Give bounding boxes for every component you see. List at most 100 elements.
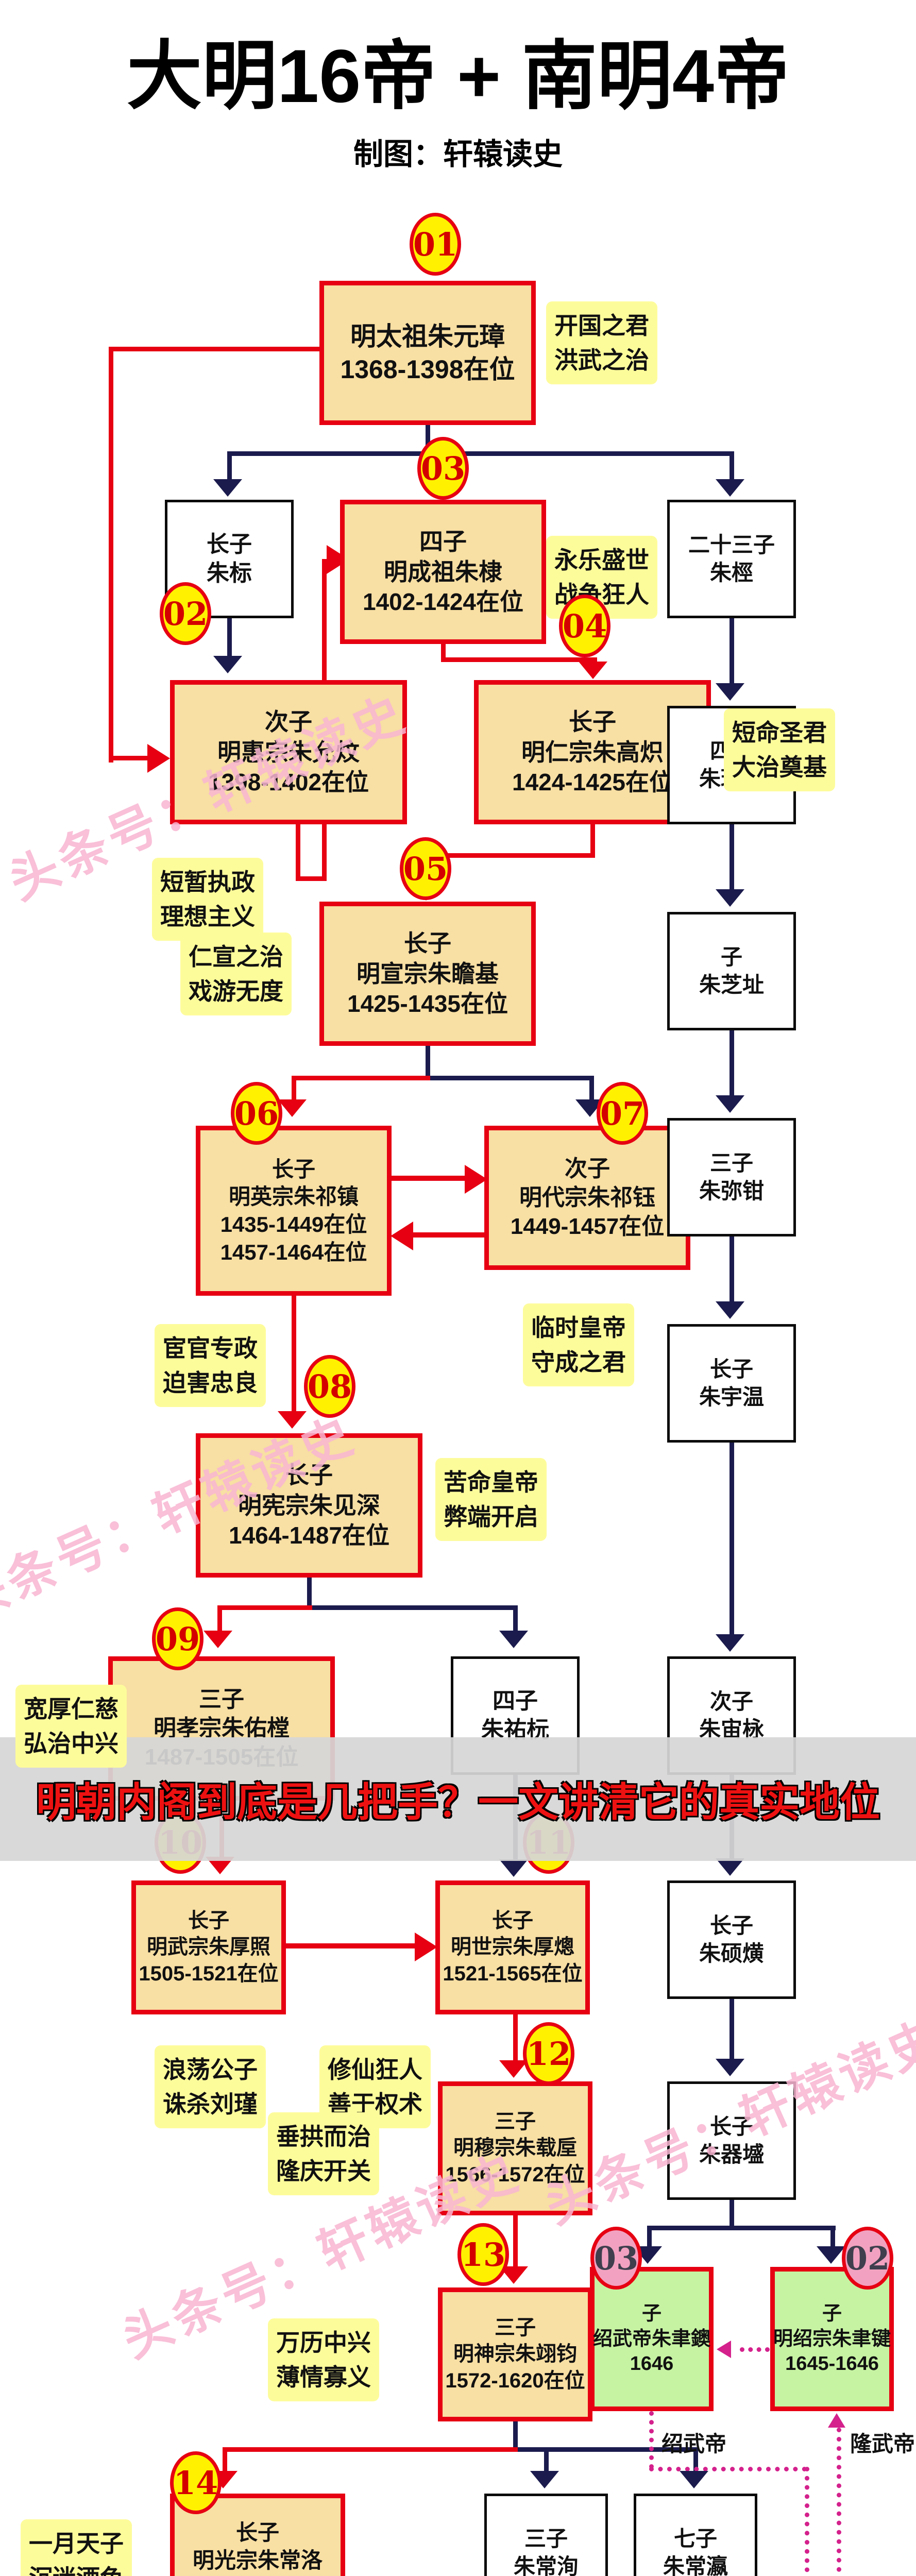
edge-lineage-segment bbox=[426, 1076, 594, 1080]
node-text-line: 长子 bbox=[709, 2114, 753, 2139]
annotation-a02: 短暂执政理想主义 bbox=[152, 858, 263, 941]
annotation-line: 大治奠基 bbox=[732, 753, 827, 781]
node-text-line: 二十三子 bbox=[688, 533, 775, 557]
node-text-line: 1368-1398在位 bbox=[340, 355, 515, 384]
node-text-line: 七子 bbox=[673, 2527, 717, 2551]
annotation-line: 浪荡公子 bbox=[163, 2056, 258, 2083]
edge-succession-segment bbox=[111, 347, 319, 351]
node-text-line: 明代宗朱祁钰 bbox=[519, 1184, 655, 1210]
sequence-badge-06: 06 bbox=[231, 1082, 282, 1145]
annotation-line: 诛杀刘瑾 bbox=[163, 2090, 258, 2117]
node-text-line: 四子 bbox=[493, 1688, 538, 1714]
annotation-line: 一月天子 bbox=[29, 2530, 124, 2557]
edge-lineage-segment bbox=[307, 1578, 312, 1607]
node-text-line: 朱标 bbox=[207, 561, 252, 586]
node-text-line: 朱常瀛 bbox=[663, 2554, 728, 2576]
node-text-line: 三子 bbox=[524, 2527, 568, 2551]
edge-lineage-segment bbox=[730, 2200, 734, 2228]
edge-dotted-segment bbox=[740, 2347, 770, 2352]
edge-succession-segment bbox=[292, 1296, 296, 1414]
annotation-line: 垂拱而治 bbox=[276, 2123, 371, 2150]
arrowhead-down bbox=[680, 2471, 708, 2488]
annotation-line: 苦命皇帝 bbox=[444, 1469, 538, 1496]
node-text-line: 三子 bbox=[495, 2110, 536, 2133]
node-text-line: 1435-1449在位 bbox=[220, 1212, 367, 1236]
sequence-badge-14: 14 bbox=[170, 2451, 222, 2514]
edge-lineage-segment bbox=[589, 1076, 594, 1103]
edge-succession-segment bbox=[109, 347, 113, 762]
era-label: 隆武帝 bbox=[850, 2432, 915, 2456]
node-text-line: 长子 bbox=[569, 708, 616, 735]
node-text-line: 次子 bbox=[565, 1156, 610, 1181]
edge-succession-segment bbox=[428, 853, 595, 858]
edge-dotted-segment bbox=[649, 2467, 807, 2471]
sequence-badge-03: 03 bbox=[417, 437, 469, 500]
sequence-badge-09: 09 bbox=[152, 1607, 203, 1670]
node-text-line: 1646 bbox=[630, 2353, 674, 2375]
node-text-line: 明英宗朱祁镇 bbox=[228, 1184, 359, 1209]
node-text-line: 1505-1521在位 bbox=[139, 1962, 279, 1985]
era-label: 绍武帝 bbox=[661, 2432, 727, 2456]
edge-succession-segment bbox=[225, 2447, 518, 2452]
edge-succession-segment bbox=[513, 2215, 518, 2269]
arrowhead-right bbox=[415, 1933, 437, 1961]
node-text-line: 明绍宗朱聿键 bbox=[773, 2328, 891, 2350]
edge-lineage-segment bbox=[309, 1605, 518, 1610]
banner-headline: 明朝内阁到底是几把手？一文讲清它的真实地位 bbox=[36, 1780, 880, 1825]
edge-lineage-segment bbox=[730, 451, 734, 482]
edge-succession-segment bbox=[292, 1076, 296, 1103]
edge-lineage-segment bbox=[227, 451, 232, 482]
arrowhead-down bbox=[716, 479, 744, 497]
node-text-line: 明孝宗朱佑樘 bbox=[154, 1715, 290, 1741]
edge-lineage-segment bbox=[426, 1046, 430, 1078]
node-text-line: 明太祖朱元璋 bbox=[350, 322, 505, 351]
edge-lineage-segment bbox=[730, 1030, 734, 1098]
sequence-badge-08: 08 bbox=[304, 1355, 355, 1418]
node-text-line: 1402-1424在位 bbox=[363, 588, 523, 616]
edge-dotted-segment bbox=[649, 2411, 654, 2469]
annotation-line: 永乐盛世 bbox=[554, 547, 649, 573]
edge-lineage-segment bbox=[730, 1236, 734, 1304]
arrowhead-down bbox=[213, 479, 242, 497]
annotation-a01: 开国之君洪武之治 bbox=[546, 301, 657, 385]
annotation-a12: 垂拱而治隆庆开关 bbox=[268, 2112, 379, 2196]
arrowhead-down bbox=[716, 889, 744, 907]
edge-succession-segment bbox=[296, 876, 327, 881]
annotation-a13: 万历中兴薄情寡义 bbox=[268, 2318, 379, 2402]
node-text-line: 长子 bbox=[272, 1157, 315, 1181]
arrowhead-down bbox=[203, 1631, 232, 1648]
sequence-badge-04: 04 bbox=[559, 595, 610, 657]
annotation-a06: 宦官专政迫害忠良 bbox=[155, 1324, 266, 1408]
annotation-a07: 临时皇帝守成之君 bbox=[523, 1303, 634, 1387]
annotation-line: 开国之君 bbox=[554, 312, 649, 339]
arrowhead-right bbox=[147, 744, 170, 773]
edge-lineage-segment bbox=[693, 2447, 698, 2472]
node-text-line: 1424-1425在位 bbox=[512, 769, 673, 796]
edge-lineage-segment bbox=[649, 2226, 836, 2230]
node-text-line: 明宪宗朱见深 bbox=[238, 1492, 380, 1519]
node-text-line: 朱桱 bbox=[709, 561, 753, 585]
sequence-badge-02: 02 bbox=[160, 582, 211, 645]
node-text-line: 1566-1572在位 bbox=[445, 2163, 585, 2186]
arrowhead-down bbox=[716, 1301, 744, 1319]
arrowhead-down bbox=[213, 656, 242, 673]
annotation-line: 薄情寡义 bbox=[276, 2363, 371, 2391]
node-text-line: 明世宗朱厚熜 bbox=[451, 1936, 574, 1959]
node-text-line: 明穆宗朱载垕 bbox=[453, 2137, 577, 2160]
edge-lineage-segment bbox=[730, 618, 734, 686]
edge-lineage-segment bbox=[426, 425, 430, 453]
arrowhead-down bbox=[530, 2471, 559, 2488]
edge-lineage-segment bbox=[730, 1999, 734, 2062]
arrowhead-down bbox=[716, 683, 744, 701]
node-text-line: 1645-1646 bbox=[785, 2353, 879, 2375]
edge-succession-segment bbox=[219, 1605, 312, 1610]
edge-succession-segment bbox=[441, 644, 446, 660]
node-text-line: 长子 bbox=[404, 929, 451, 957]
annotation-line: 弊端开启 bbox=[444, 1503, 538, 1530]
edge-succession-segment bbox=[592, 657, 597, 665]
